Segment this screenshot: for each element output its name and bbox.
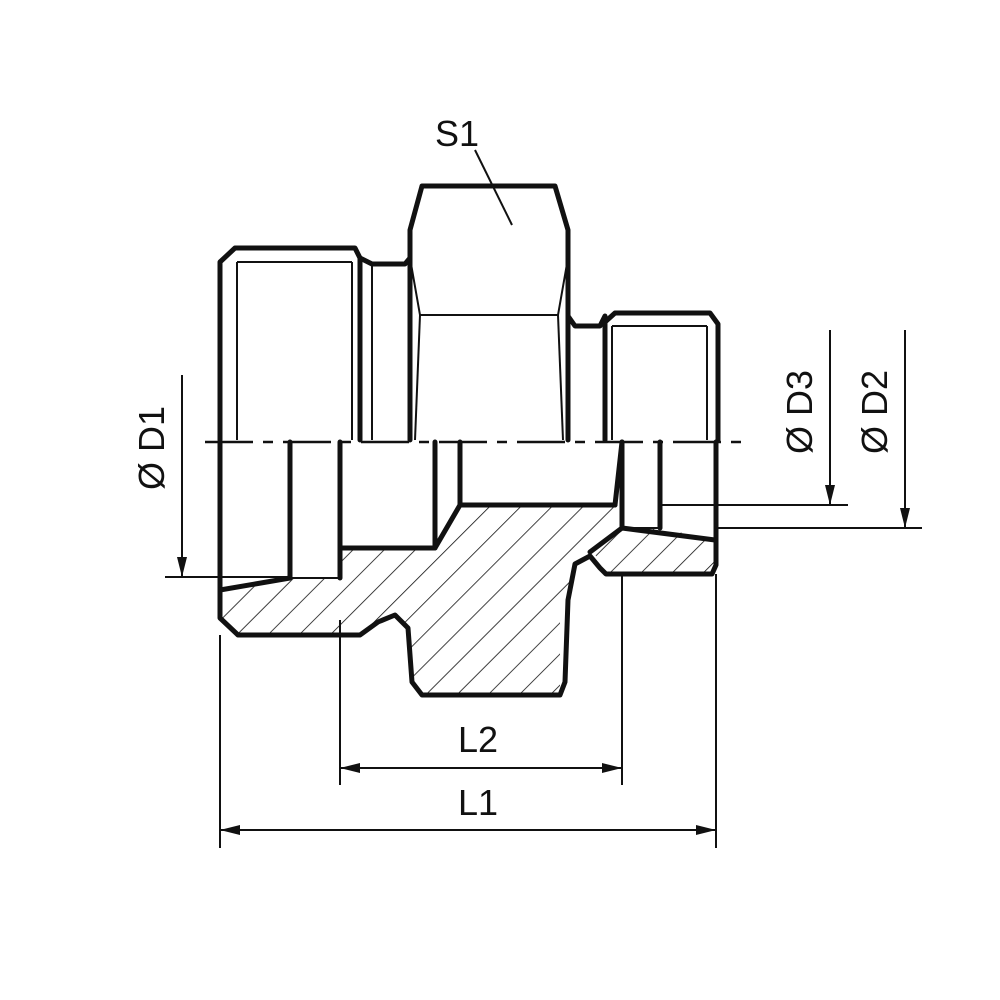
- label-l1: L1: [458, 782, 498, 823]
- dimension-d3: Ø D3: [660, 330, 848, 506]
- label-l2: L2: [458, 719, 498, 760]
- dimension-l1: L1: [220, 782, 716, 835]
- label-d2: Ø D2: [854, 370, 895, 454]
- label-s1: S1: [435, 113, 479, 154]
- extension-lines: [219, 574, 717, 848]
- dimension-l2: L2: [340, 719, 622, 773]
- dimension-s1: S1: [435, 113, 513, 226]
- lower-section-outline: [217, 439, 719, 698]
- dimension-d1: Ø D1: [131, 375, 290, 578]
- dimension-d2: Ø D2: [715, 330, 922, 529]
- section-hatching: [220, 505, 715, 695]
- label-d3: Ø D3: [779, 370, 820, 454]
- upper-outline: [217, 183, 721, 443]
- label-d1: Ø D1: [131, 406, 172, 490]
